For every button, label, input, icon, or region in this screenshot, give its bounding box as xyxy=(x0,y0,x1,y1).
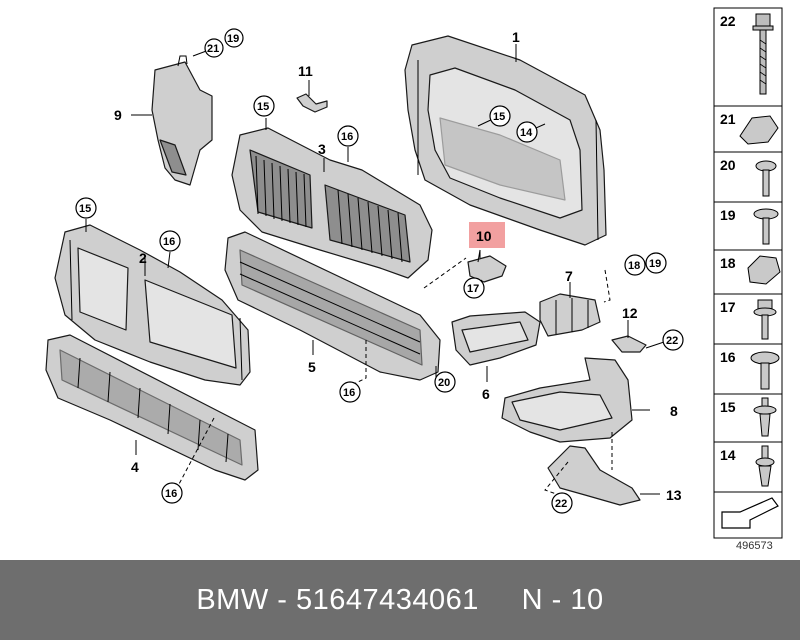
part-10-bracket xyxy=(467,249,507,283)
flange-screw-icon xyxy=(753,208,779,245)
callout-16-d: 16 xyxy=(165,488,177,500)
legend-label-15: 15 xyxy=(720,399,736,415)
part-6-duct xyxy=(451,311,541,366)
callout-12: 12 xyxy=(622,305,638,321)
circled-callouts: 21 19 15 16 15 14 15 16 17 18 19 22 20 xyxy=(75,28,684,514)
callout-7: 7 xyxy=(565,268,573,284)
clip-nut-icon xyxy=(739,115,779,145)
callout-4: 4 xyxy=(131,459,139,475)
part-7-duct xyxy=(539,293,601,337)
plain-labels: 1 2 3 4 5 6 7 8 9 11 12 13 xyxy=(114,29,682,503)
legend-label-14: 14 xyxy=(720,447,736,463)
callout-16-b: 16 xyxy=(163,236,175,248)
callout-8: 8 xyxy=(670,403,678,419)
callout-14-a: 14 xyxy=(520,127,533,139)
legend-label-19: 19 xyxy=(720,207,736,223)
part-4-lower-frame xyxy=(45,334,259,481)
callout-20-a: 20 xyxy=(438,377,450,389)
highlight-box xyxy=(469,222,505,248)
parts-diagram: 1 2 3 4 5 6 7 8 9 11 12 13 10 21 19 15 1… xyxy=(45,7,783,539)
part-8-air-guide xyxy=(501,357,633,443)
callout-17-a: 17 xyxy=(467,283,479,295)
callout-18-a: 18 xyxy=(628,260,640,272)
callout-1: 1 xyxy=(512,29,520,45)
push-pin-icon xyxy=(753,397,777,437)
screw-icon xyxy=(755,160,777,197)
callout-15-c: 15 xyxy=(79,203,91,215)
direction-arrow-icon xyxy=(721,497,779,529)
part-11-bracket xyxy=(296,93,328,113)
legend-label-17: 17 xyxy=(720,299,736,315)
callout-11: 11 xyxy=(298,63,313,79)
part-number-caption: BMW - 51647434061 N - 10 xyxy=(196,583,604,616)
callout-16-a: 16 xyxy=(341,131,353,143)
footer-bar: BMW - 51647434061 N - 10 xyxy=(0,560,800,640)
callout-15-a: 15 xyxy=(257,101,269,113)
legend-label-18: 18 xyxy=(720,255,736,271)
part-3-grille xyxy=(231,127,433,279)
legend-label-16: 16 xyxy=(720,349,736,365)
clip-icon xyxy=(747,255,781,285)
legend-label-22: 22 xyxy=(720,13,736,29)
fastener-legend: 22 21 20 19 18 17 xyxy=(713,7,783,539)
callout-3: 3 xyxy=(318,141,326,157)
washer-screw-icon xyxy=(753,299,777,340)
callout-10-highlighted: 10 xyxy=(469,222,505,248)
rivet-icon xyxy=(755,445,775,487)
callout-13: 13 xyxy=(666,487,682,503)
leader-lines xyxy=(85,44,665,497)
part-12-clip xyxy=(611,335,647,353)
washer-bolt-icon xyxy=(750,351,780,390)
legend-label-21: 21 xyxy=(720,111,736,127)
part-13-bracket xyxy=(547,445,641,506)
callout-22-a: 22 xyxy=(666,335,678,347)
legend-label-20: 20 xyxy=(720,157,736,173)
bolt-icon xyxy=(752,13,774,95)
part-5-air-flap xyxy=(224,231,441,381)
callout-21-a: 21 xyxy=(207,43,219,55)
callout-22-b: 22 xyxy=(555,498,567,510)
callout-15-b: 15 xyxy=(493,111,505,123)
callout-6: 6 xyxy=(482,386,490,402)
drawing-number: 496573 xyxy=(736,540,773,552)
callout-2: 2 xyxy=(139,250,147,266)
part-9-duct xyxy=(151,55,213,186)
legend-cell-22 xyxy=(713,7,783,107)
part-1-frame xyxy=(404,35,607,246)
callout-19-a: 19 xyxy=(227,33,239,45)
callout-9: 9 xyxy=(114,107,122,123)
callout-5: 5 xyxy=(308,359,316,375)
callout-10: 10 xyxy=(476,228,492,244)
callout-16-c: 16 xyxy=(343,387,355,399)
callout-19-b: 19 xyxy=(649,258,661,270)
part-2-grille-frame xyxy=(54,224,251,386)
